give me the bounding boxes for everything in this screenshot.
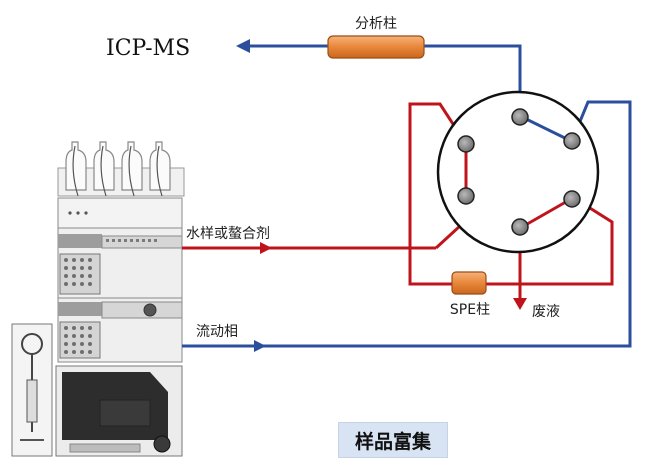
waste-label: 废液: [532, 304, 560, 320]
analytical-column-label: 分析柱: [355, 16, 397, 32]
hplc-instrument-icon: [11, 141, 185, 457]
mobile-phase-line: [182, 100, 632, 352]
icp-ms-label: ICP-MS: [106, 36, 190, 61]
mobile-phase-label: 流动相: [196, 324, 238, 340]
six-port-valve: [436, 90, 600, 254]
sample-label: 水样或螯合剂: [186, 226, 270, 242]
spe-column-label: SPE柱: [450, 302, 490, 318]
spe-column-icon: [451, 271, 487, 295]
solvent-bottles-icon: [57, 141, 185, 197]
valve-port-icon: [457, 108, 581, 236]
mode-badge: 样品富集: [338, 422, 448, 458]
analytical-column-icon: [327, 35, 425, 59]
spe-loop-line: [408, 102, 614, 286]
